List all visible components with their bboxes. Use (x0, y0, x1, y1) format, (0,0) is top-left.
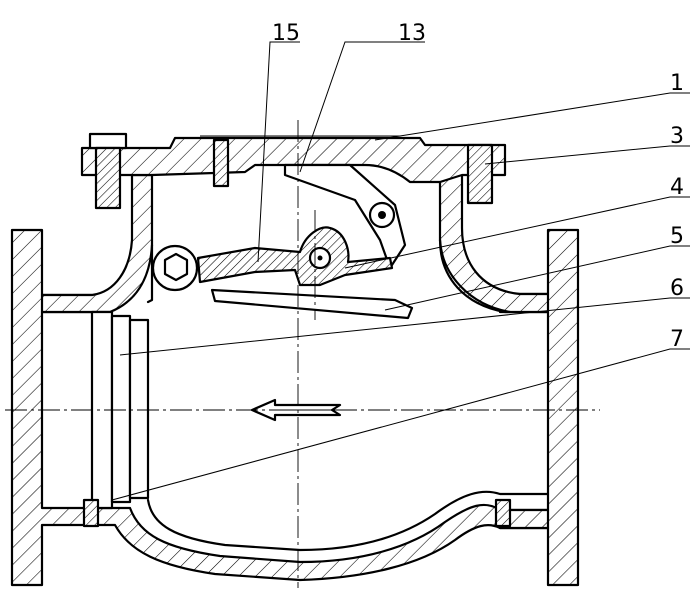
right-flange (498, 228, 580, 587)
callout-6: 6 (670, 276, 684, 301)
flow-arrow (250, 398, 342, 422)
callout-15: 15 (272, 21, 300, 46)
callout-5: 5 (670, 224, 684, 249)
body-interior-lower (146, 490, 550, 552)
leader-1 (374, 92, 690, 141)
swing-arm (196, 226, 394, 287)
left-bolt-shank (94, 146, 122, 210)
callout-labels: 15 13 1 3 4 5 6 7 (272, 21, 684, 352)
bonnet-cover (80, 136, 507, 184)
leader-15 (257, 41, 300, 263)
leader-3 (484, 145, 690, 165)
right-bottom-pin (494, 498, 512, 528)
callout-3: 3 (670, 124, 684, 149)
leader-6 (119, 297, 690, 356)
leader-4 (344, 196, 690, 269)
valve-disc (210, 288, 414, 320)
body-upper-right-wall (438, 173, 550, 314)
hex-nut (163, 252, 189, 282)
disc-nut-center (317, 255, 323, 261)
right-bolt-shank (466, 143, 494, 205)
callout-leaders (111, 41, 690, 501)
leader-7 (111, 348, 690, 501)
callout-7: 7 (670, 327, 684, 352)
callout-1: 1 (670, 71, 684, 96)
callout-13: 13 (398, 21, 426, 46)
body-bottom-wall (90, 503, 550, 582)
body-interior-upper-right (438, 238, 512, 314)
bonnet (80, 132, 507, 210)
left-flange (10, 228, 94, 587)
hinge-mechanism (151, 163, 414, 320)
body-interior-upper-left (146, 243, 154, 304)
seat-ring-bottom-pin (82, 498, 100, 528)
left-bolt-head (88, 132, 128, 150)
seat-ring-face (128, 318, 150, 500)
leader-13 (299, 41, 425, 173)
seat-ring-inner (110, 314, 132, 504)
valve-body (10, 173, 580, 587)
right-pivot-pin (378, 211, 386, 219)
bonnet-screw (212, 138, 230, 188)
seat-ring (82, 310, 150, 528)
callout-4: 4 (670, 175, 684, 200)
leader-5 (384, 245, 690, 311)
